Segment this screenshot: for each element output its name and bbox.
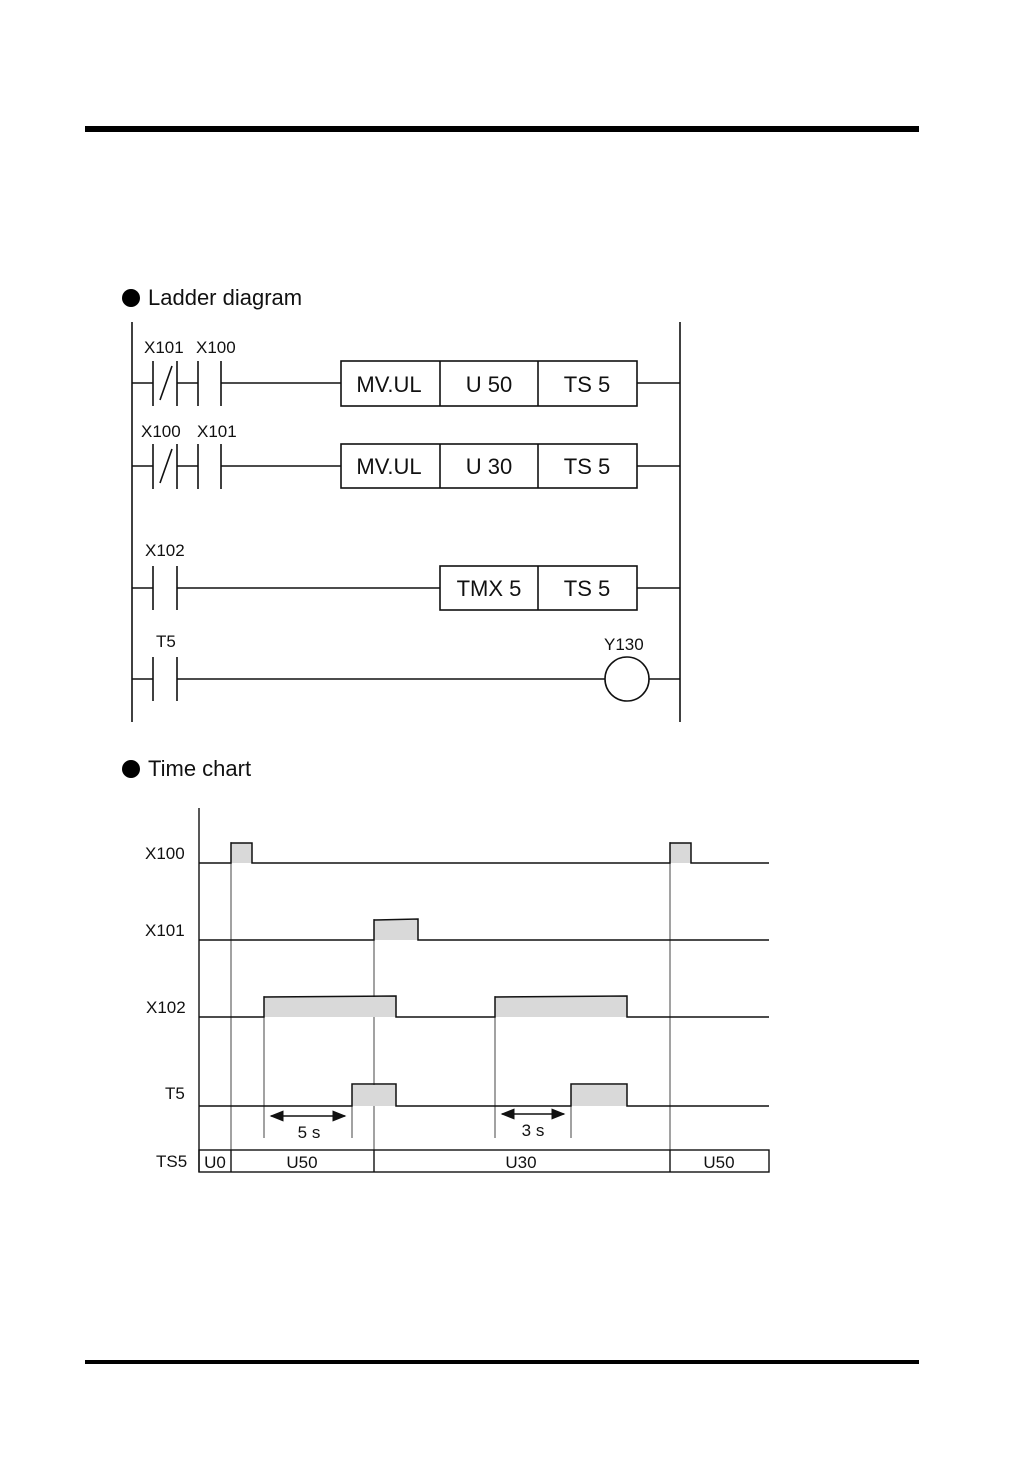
ladder-labels: X101 X100 MV.UL U 50 TS 5 X100 X101 MV.U… <box>141 338 644 654</box>
contact-label: X102 <box>145 541 185 560</box>
operand-label: TS 5 <box>564 372 610 397</box>
contact-label: X100 <box>196 338 236 357</box>
operand-label: TS 5 <box>564 576 610 601</box>
ts-segment-label: U50 <box>286 1153 317 1172</box>
instruction-label: MV.UL <box>356 454 421 479</box>
contact-label: X101 <box>197 422 237 441</box>
operand-label: TS 5 <box>564 454 610 479</box>
signal-x102 <box>199 996 769 1017</box>
signal-x101 <box>199 919 769 940</box>
contact-label: X101 <box>144 338 184 357</box>
signal-label: X100 <box>145 844 185 863</box>
time-chart <box>199 808 769 1172</box>
signal-t5 <box>199 1084 769 1106</box>
rung-4 <box>132 657 680 701</box>
coil-label: Y130 <box>604 635 644 654</box>
operand-label: U 50 <box>466 372 512 397</box>
signal-x100 <box>199 843 769 863</box>
instruction-label: MV.UL <box>356 372 421 397</box>
delay-label: 3 s <box>522 1121 545 1140</box>
ts5-value-strip <box>199 1150 769 1172</box>
signal-label: TS5 <box>156 1152 187 1171</box>
ts-segment-label: U50 <box>703 1153 734 1172</box>
operand-label: U 30 <box>466 454 512 479</box>
output-coil-y130 <box>605 657 649 701</box>
signal-label: T5 <box>165 1084 185 1103</box>
delay-label: 5 s <box>298 1123 321 1142</box>
ts-segment-label: U0 <box>204 1153 226 1172</box>
timechart-labels: X100 X101 X102 T5 TS5 5 s 3 s U0 U50 U30… <box>145 844 735 1172</box>
instruction-label: TMX 5 <box>457 576 522 601</box>
contact-label: X100 <box>141 422 181 441</box>
contact-label: T5 <box>156 632 176 651</box>
signal-label: X102 <box>146 998 186 1017</box>
ts-segment-label: U30 <box>505 1153 536 1172</box>
signal-label: X101 <box>145 921 185 940</box>
